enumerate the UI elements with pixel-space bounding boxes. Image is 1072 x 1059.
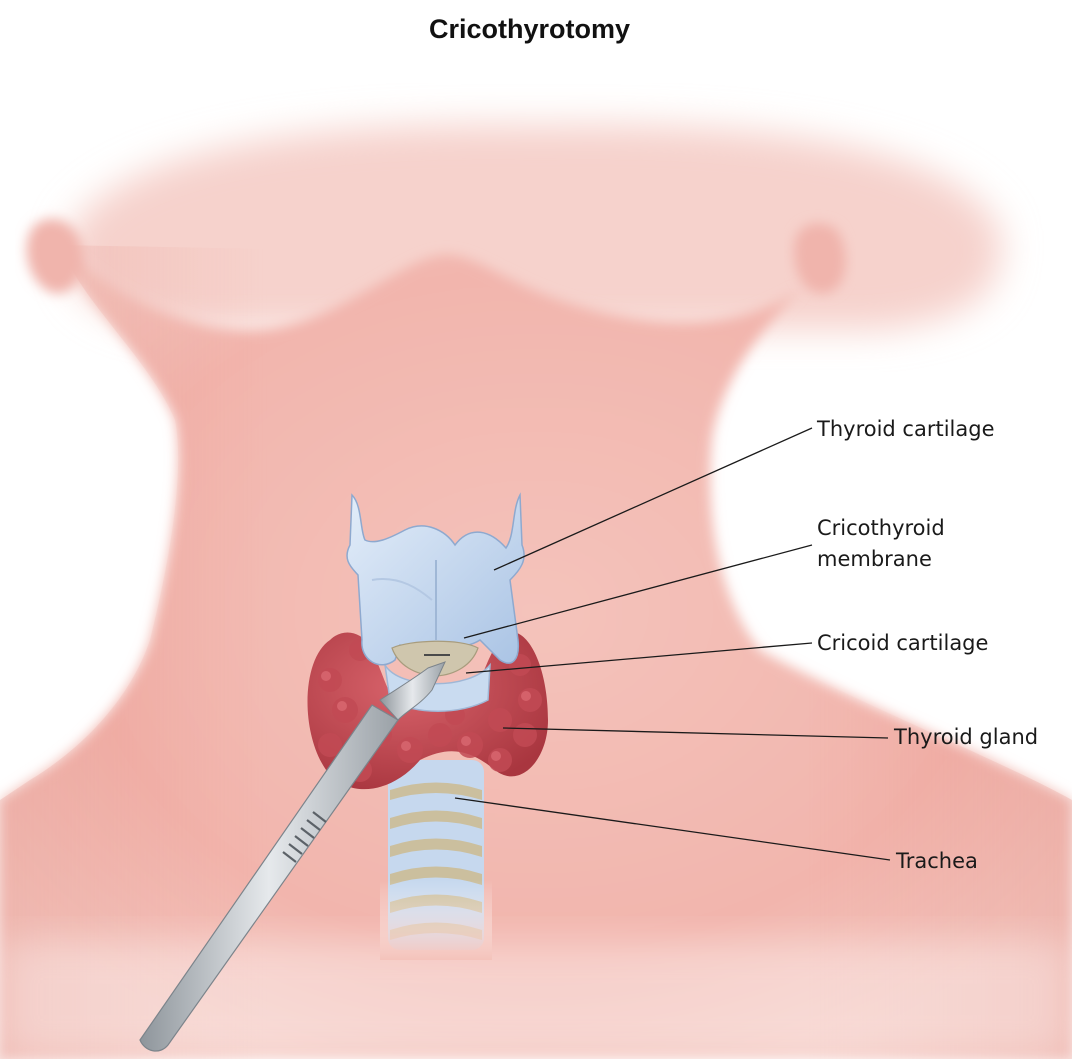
cricothyroid-membrane [391, 640, 479, 677]
left-ear [26, 218, 84, 294]
label-thyroid-cartilage: Thyroid cartilage [817, 417, 995, 441]
leader-lines [454, 427, 891, 861]
label-cricoid-cartilage: Cricoid cartilage [817, 631, 989, 655]
leader-cricoid-cartilage [465, 642, 813, 674]
leader-trachea [454, 797, 891, 861]
leader-thyroid-gland [502, 727, 889, 739]
leader-cricothyroid-membrane [463, 544, 813, 639]
scalpel [139, 661, 446, 1052]
label-cricothyroid-membrane: Cricothyroid membrane [817, 513, 945, 575]
trachea [380, 760, 492, 960]
thyroid-cartilage [346, 492, 525, 666]
label-cricothyroid-membrane-line1: Cricothyroid [817, 516, 945, 540]
right-ear [794, 223, 846, 294]
label-thyroid-gland: Thyroid gland [894, 725, 1039, 749]
label-trachea: Trachea [896, 849, 978, 873]
figure-title: Cricothyrotomy [428, 14, 631, 44]
leader-thyroid-cartilage [493, 427, 813, 571]
label-cricothyroid-membrane-line2: membrane [817, 547, 932, 571]
